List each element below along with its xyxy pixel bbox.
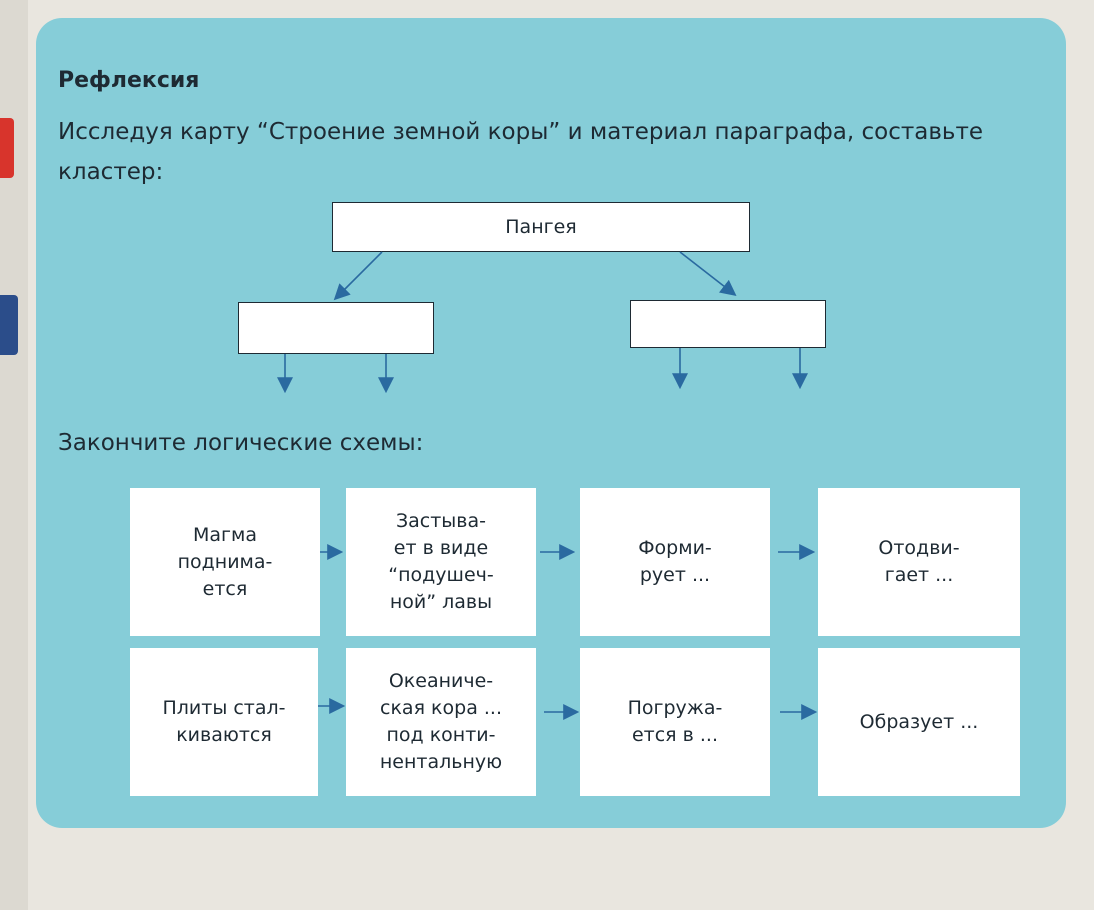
- cluster-root-box: Пангея: [332, 202, 750, 252]
- logic-schemes-heading: Закончите логические схемы:: [58, 430, 424, 456]
- blue-section-marker: [0, 295, 18, 355]
- cluster-child-box-left[interactable]: [238, 302, 434, 354]
- chain2-step2: Океаниче- ская кора ... под конти- нента…: [346, 648, 536, 796]
- chain1-step4: Отодви- гает ...: [818, 488, 1020, 636]
- chain1-step2: Застыва- ет в виде “подушеч- ной” лавы: [346, 488, 536, 636]
- section-heading: Рефлексия: [58, 68, 200, 93]
- cluster-child-box-right[interactable]: [630, 300, 826, 348]
- red-section-marker: [0, 118, 14, 178]
- chain2-step4: Образует ...: [818, 648, 1020, 796]
- chain2-step3: Погружа- ется в ...: [580, 648, 770, 796]
- chain2-step1: Плиты стал- киваются: [130, 648, 318, 796]
- cluster-root-label: Пангея: [505, 216, 577, 238]
- task-instruction: Исследуя карту “Строение земной коры” и …: [58, 119, 984, 185]
- chain1-step1: Магма поднима- ется: [130, 488, 320, 636]
- chain1-step3: Форми- рует ...: [580, 488, 770, 636]
